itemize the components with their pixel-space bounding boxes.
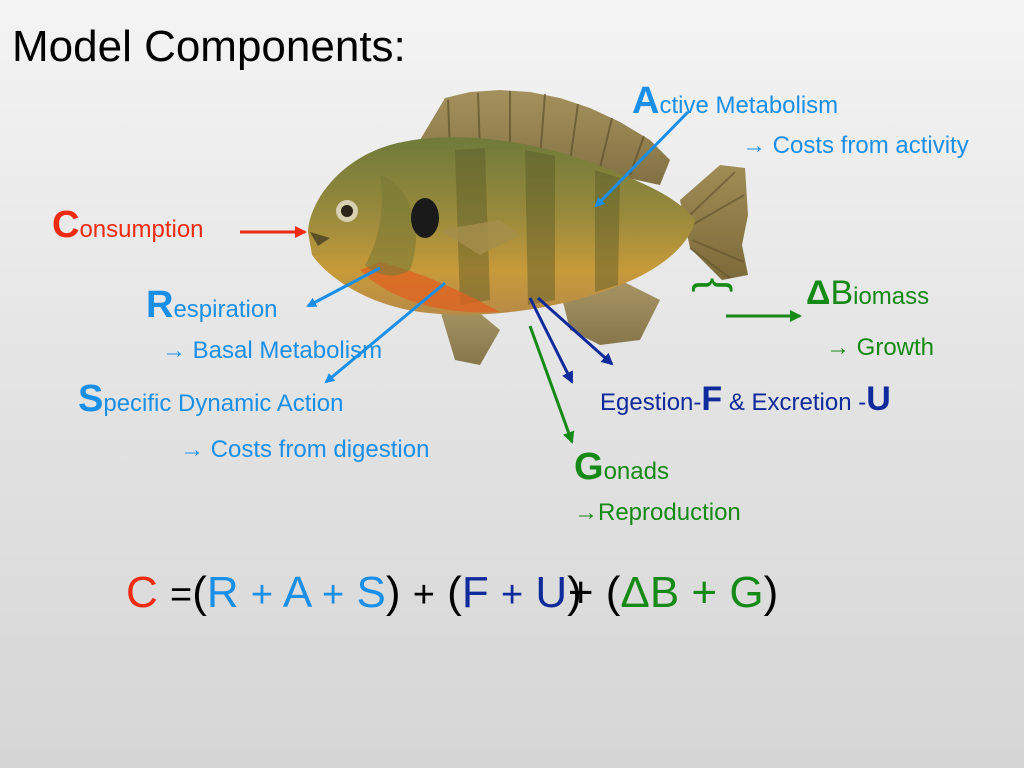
eq-rparen-1: ): [385, 568, 401, 617]
eq-equals: =: [170, 574, 193, 616]
eq-plus-5: +: [567, 568, 594, 617]
label-biomass: ΔBiomass: [806, 274, 929, 313]
sda-initial: S: [78, 378, 104, 420]
consumption-rest: onsumption: [79, 216, 204, 243]
eq-plus-4: +: [500, 574, 524, 616]
eq-plus-3: +: [412, 574, 435, 616]
eq-rparen-3: ): [763, 568, 779, 617]
active-sub: → Costs from activity: [742, 132, 969, 159]
eq-s: S: [356, 568, 386, 617]
sda-rest: pecific Dynamic Action: [103, 390, 344, 417]
respiration-initial: R: [146, 284, 174, 326]
arrow-respiration: [306, 266, 381, 308]
eq-lparen-1: (: [192, 568, 207, 617]
active-rest: ctive Metabolism: [659, 92, 839, 119]
excretion-text: & Excretion -: [722, 389, 867, 416]
gonads-sub: →Reproduction: [574, 499, 741, 526]
eq-c: C: [126, 568, 158, 617]
gonads-initial: G: [574, 446, 604, 488]
arrow-active: [594, 110, 690, 208]
label-sda: Specific Dynamic Action: [78, 378, 343, 421]
eq-plus-1: +: [250, 574, 274, 616]
label-gonads: Gonads: [574, 446, 669, 489]
eq-rparen-2: ): [567, 568, 582, 617]
sda-sub: → Costs from digestion: [180, 436, 430, 463]
eq-lparen-3: (: [605, 568, 621, 617]
excretion-u: U: [866, 380, 891, 418]
label-egestion-excretion: Egestion-F & Excretion -U: [600, 380, 891, 419]
eq-r: R: [206, 568, 239, 617]
eq-lparen-2: (: [447, 568, 462, 617]
respiration-sub: → Basal Metabolism: [162, 337, 383, 364]
respiration-rest: espiration: [173, 296, 278, 323]
biomass-delta: Δ: [806, 274, 831, 312]
egestion-text: Egestion-: [600, 389, 702, 416]
biomass-brace: }: [684, 277, 734, 293]
arrow-excretion: [537, 296, 614, 366]
active-initial: A: [632, 80, 660, 122]
arrow-sda: [324, 281, 446, 384]
biomass-sub: → Growth: [826, 334, 935, 361]
label-consumption: Consumption: [52, 204, 204, 247]
label-active-metabolism: Active Metabolism: [632, 80, 838, 123]
eq-f: F: [461, 568, 489, 617]
arrow-gonads: [528, 325, 575, 444]
eq-delta-b: ΔB: [620, 568, 680, 617]
biomass-rest: iomass: [853, 283, 930, 310]
eq-plus-2: +: [322, 574, 345, 616]
arrow-egestion: [528, 297, 574, 384]
equation: C =(R + A + S) + (F + U)+ (ΔB + G): [126, 568, 778, 618]
consumption-initial: C: [52, 204, 80, 246]
eq-g: G: [729, 568, 764, 617]
biomass-b: B: [830, 274, 854, 312]
egestion-f: F: [701, 380, 723, 418]
page-title: Model Components:: [12, 22, 406, 71]
eq-a: A: [282, 568, 310, 617]
label-respiration: Respiration: [146, 284, 278, 327]
gonads-rest: onads: [603, 458, 669, 485]
eq-u: U: [535, 568, 568, 617]
eq-plus-6: +: [691, 568, 718, 617]
